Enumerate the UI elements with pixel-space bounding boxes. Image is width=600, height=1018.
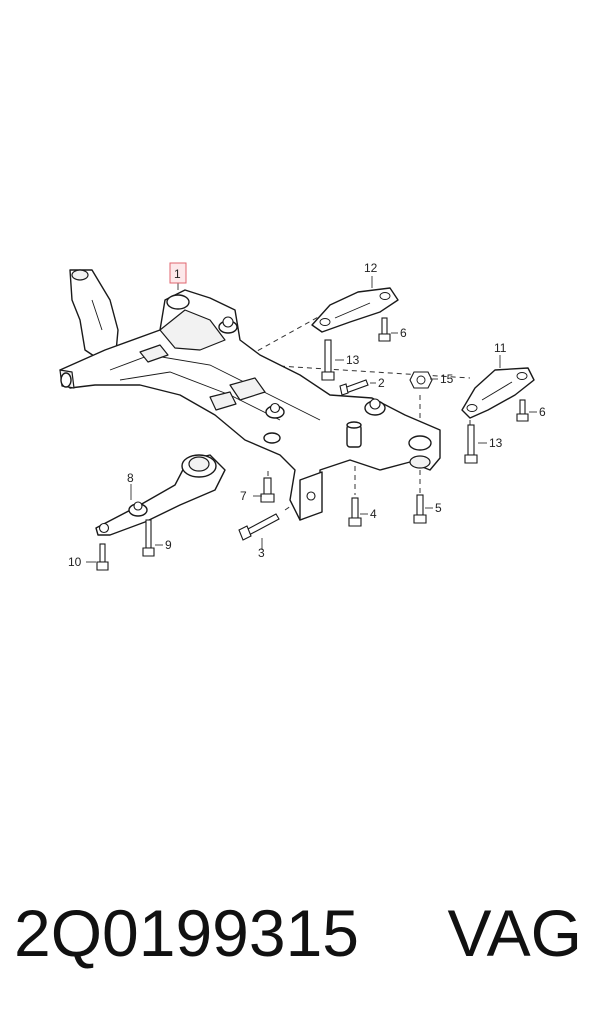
front-subframe xyxy=(59,269,441,521)
callout-label: 8 xyxy=(127,471,134,485)
callout-label: 6 xyxy=(400,326,407,340)
callout-label: 11 xyxy=(494,341,507,355)
callout-label: 13 xyxy=(346,353,360,367)
callout-label: 6 xyxy=(539,405,546,419)
callout-label: 5 xyxy=(435,501,442,515)
brand-label: VAG xyxy=(447,896,582,970)
callout-label: 1 xyxy=(174,267,181,281)
callout-label: 12 xyxy=(364,261,378,275)
callout-label: 10 xyxy=(68,555,82,569)
part-number: 2Q0199315 xyxy=(14,896,359,970)
fasteners xyxy=(96,317,529,571)
callout-label: 15 xyxy=(440,372,454,386)
bracket-11 xyxy=(461,367,535,419)
callout-label: 2 xyxy=(378,376,385,390)
bracket-12 xyxy=(311,287,399,333)
callout-leaders xyxy=(86,276,537,563)
callout-label: 3 xyxy=(258,546,265,560)
callout-1-highlight xyxy=(169,262,187,284)
callout-label: 9 xyxy=(165,538,172,552)
subframe-exploded-diagram: 1 2 3 4 5 6 6 7 8 9 10 11 12 13 13 15 xyxy=(59,261,546,571)
callout-label: 13 xyxy=(489,436,503,450)
callout-label: 7 xyxy=(240,489,247,503)
pendulum-support xyxy=(95,454,226,536)
callout-labels: 1 2 3 4 5 6 6 7 8 9 10 11 12 13 13 15 xyxy=(68,261,546,569)
callout-label: 4 xyxy=(370,507,377,521)
footer: 2Q0199315 VAG xyxy=(0,888,600,978)
